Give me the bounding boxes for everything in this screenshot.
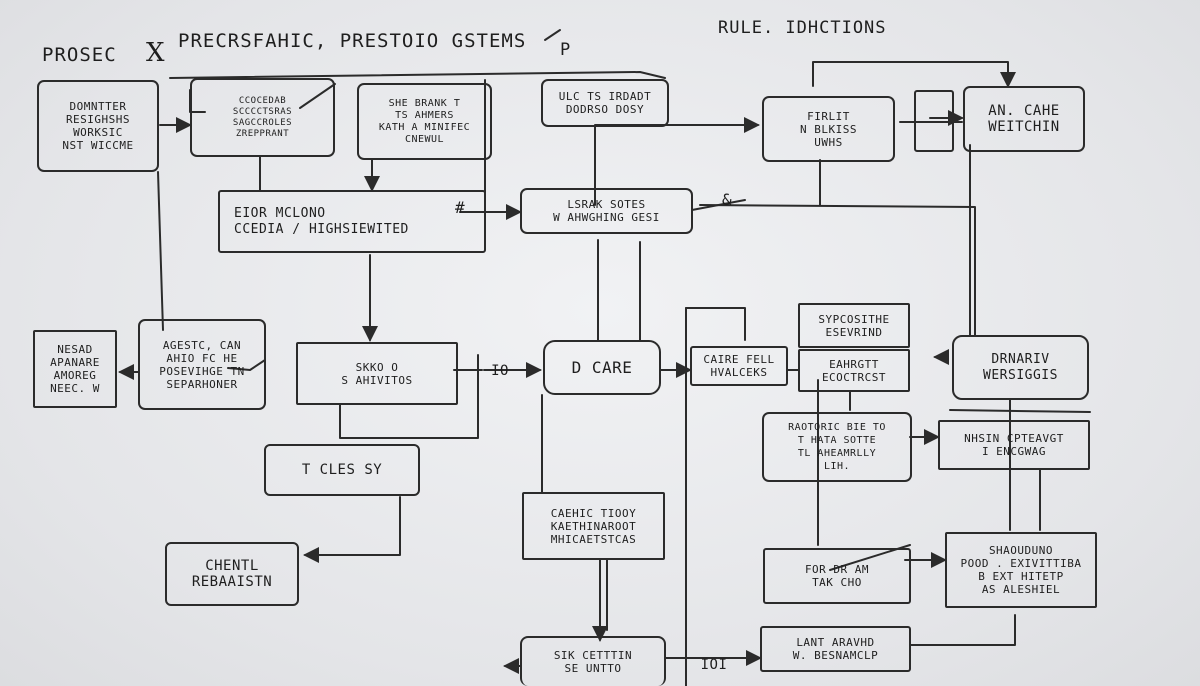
connector (299, 83, 336, 109)
connector (303, 496, 401, 563)
connector (227, 359, 266, 371)
connector (909, 614, 1016, 646)
title-left: PROSEC (42, 44, 117, 66)
title-suffix: P (560, 40, 572, 60)
mark-amp: & (722, 190, 733, 209)
connector (339, 354, 479, 439)
connector (157, 171, 164, 331)
node-b13: IO (491, 362, 509, 379)
title-cross: X (146, 38, 166, 68)
connector (949, 409, 1091, 413)
main-title: PRECRSFAHIC, PRESTOIO GSTEMS (178, 30, 527, 52)
connector (685, 307, 746, 341)
node-b06 (914, 90, 954, 152)
connector (699, 204, 976, 336)
connector (169, 71, 666, 79)
connector (812, 61, 1016, 88)
node-b14: D CARE (543, 340, 661, 395)
connector (544, 29, 561, 41)
title-right: RULE. IDHCTIONS (718, 18, 887, 38)
mark-hash: # (455, 198, 466, 217)
node-b28: IOI (700, 656, 728, 673)
node-b19: T CLES SY (264, 444, 420, 496)
